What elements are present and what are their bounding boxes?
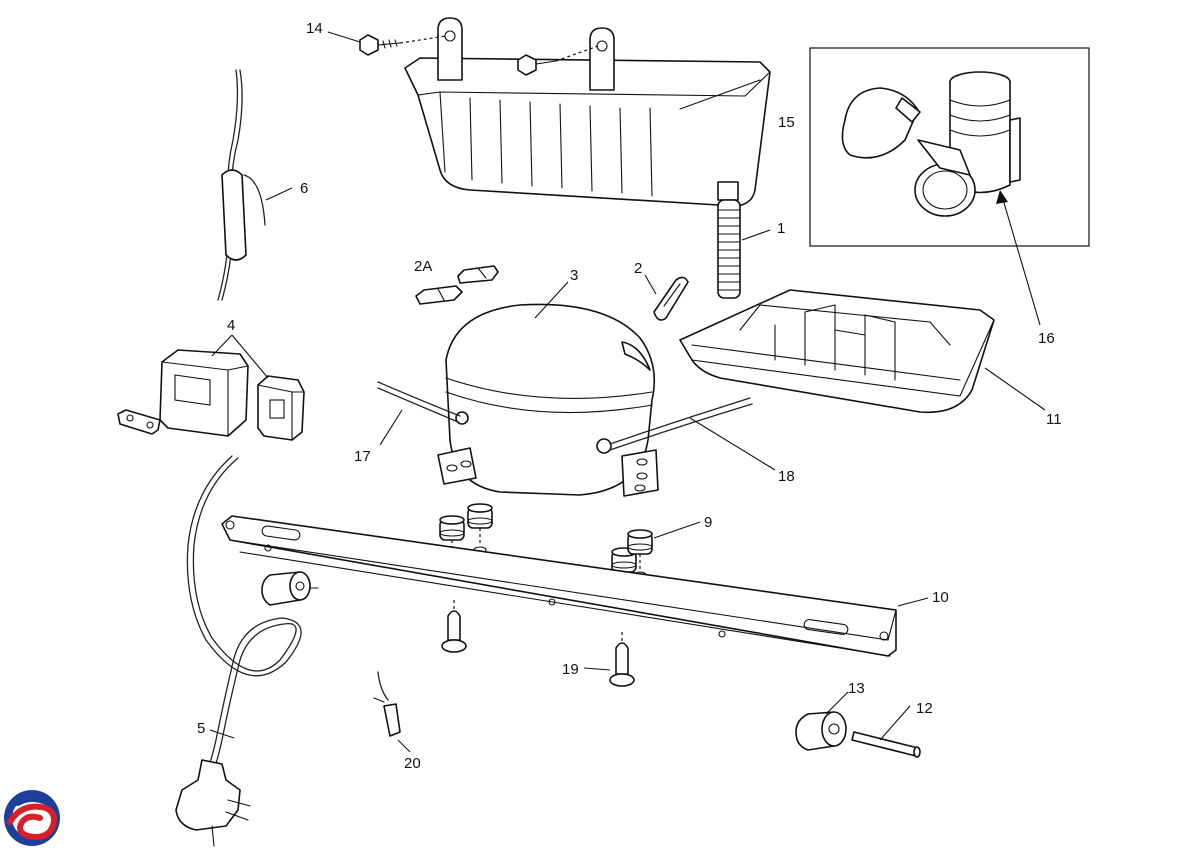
callout-labels: 14 15 6 1 2A 3 2 16 4 11 17 18 9 10 19 1… bbox=[197, 20, 1062, 772]
callout-17: 17 bbox=[354, 448, 371, 465]
part-6-sleeved-wire bbox=[217, 69, 293, 301]
callout-4: 4 bbox=[227, 317, 235, 334]
callout-2: 2 bbox=[634, 260, 642, 277]
part-15-drip-tray bbox=[404, 17, 771, 207]
callout-9: 9 bbox=[704, 514, 712, 531]
callout-2a: 2A bbox=[414, 258, 432, 275]
part-3-compressor bbox=[437, 281, 659, 497]
part-2a-clips bbox=[415, 265, 499, 305]
brand-swirl-icon bbox=[4, 790, 60, 846]
part-20-sensor bbox=[373, 671, 411, 753]
part-11-base-tray bbox=[679, 289, 1046, 414]
part-18-pipe bbox=[609, 397, 776, 471]
callout-16: 16 bbox=[1038, 330, 1055, 347]
part-13-bumper bbox=[795, 691, 849, 751]
callout-15: 15 bbox=[778, 114, 795, 131]
part-2-clip bbox=[644, 274, 689, 321]
callout-10: 10 bbox=[932, 589, 949, 606]
inset-detail-box bbox=[809, 47, 1090, 247]
callout-1: 1 bbox=[777, 220, 785, 237]
part-10-mounting-rail bbox=[221, 515, 929, 657]
callout-12: 12 bbox=[916, 700, 933, 717]
callout-3: 3 bbox=[570, 267, 578, 284]
part-19-bolts bbox=[441, 600, 635, 687]
part-5-power-cord bbox=[175, 455, 302, 847]
callout-14: 14 bbox=[306, 20, 323, 37]
callout-20: 20 bbox=[404, 755, 421, 772]
callout-11: 11 bbox=[1046, 411, 1062, 428]
callout-13: 13 bbox=[848, 680, 865, 697]
part-1-drain-hose bbox=[717, 199, 771, 299]
part-12-pin bbox=[851, 705, 921, 758]
callout-5: 5 bbox=[197, 720, 205, 737]
part-4-starter-relay bbox=[117, 334, 305, 441]
callout-6: 6 bbox=[300, 180, 308, 197]
part-14-screws bbox=[327, 31, 599, 76]
part-13-bumper-left bbox=[261, 571, 319, 606]
part-16-leader-arrow bbox=[996, 190, 1041, 326]
callout-19: 19 bbox=[562, 661, 579, 678]
part-17-pipe bbox=[377, 381, 461, 446]
callout-18: 18 bbox=[778, 468, 795, 485]
